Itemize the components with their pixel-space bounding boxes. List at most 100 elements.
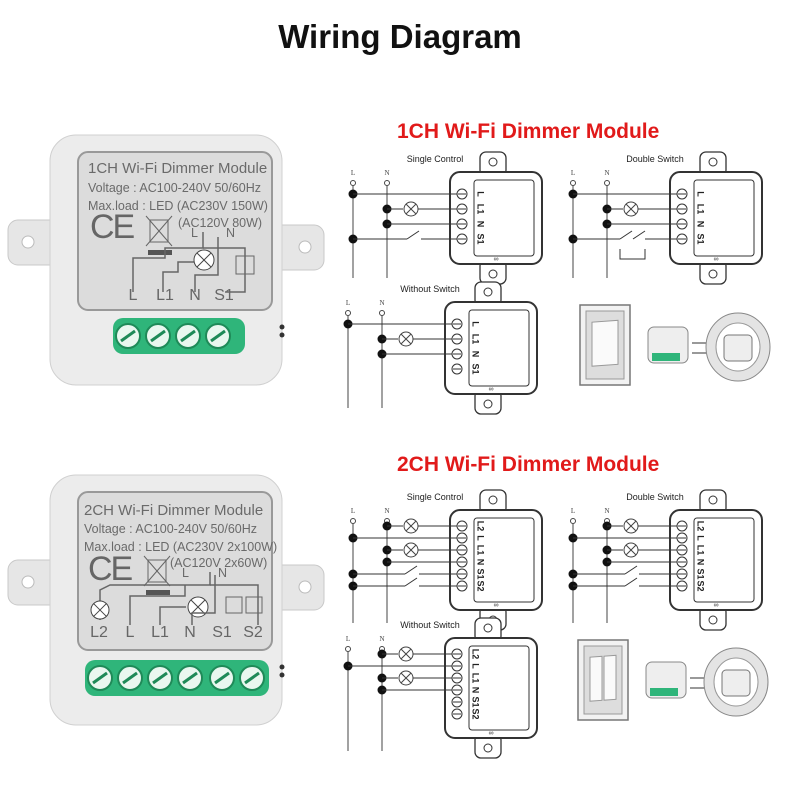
terminal-label: L2	[696, 521, 706, 532]
module-terminals	[652, 353, 680, 361]
terminal-label: S1	[696, 233, 706, 244]
terminal-label: L1	[696, 545, 706, 556]
terminal-label: N	[476, 559, 486, 566]
screw-hole	[488, 495, 498, 505]
screw-slot	[214, 671, 230, 685]
screw-slot	[120, 329, 136, 343]
line-label: N	[379, 299, 384, 307]
label-panel	[77, 151, 273, 311]
switch-icon	[235, 255, 255, 275]
weee-bar	[148, 250, 172, 255]
device-2-terminal-label: L	[125, 624, 135, 641]
line-terminal	[350, 180, 356, 186]
lamp-cross	[400, 672, 412, 684]
terminal-label: N	[696, 221, 706, 228]
device-1-maxload-120: (AC120V 80W)	[178, 216, 263, 230]
terminal-label: L1	[476, 204, 486, 215]
switch-icon	[404, 565, 418, 575]
terminal-label: L1	[476, 545, 486, 556]
module-panel	[468, 645, 530, 731]
wire	[191, 575, 216, 625]
line-label: N	[384, 169, 389, 177]
terminal-label: S2	[696, 580, 706, 591]
installation-illustration	[577, 639, 769, 721]
installed-module	[721, 669, 751, 697]
led-indicator	[279, 324, 285, 330]
device-2-source-l: L	[182, 566, 189, 580]
schematic-label: Single Control	[407, 492, 464, 502]
device-1-name: 1CH Wi-Fi Dimmer Module	[88, 160, 268, 177]
module-terminals	[650, 688, 678, 696]
led-mark: ∞	[489, 730, 494, 737]
device-2-terminal-label: N	[184, 624, 196, 641]
lamp-cross	[400, 648, 412, 660]
switch-icon	[619, 230, 633, 240]
switch-icon	[406, 230, 420, 240]
module-panel	[693, 179, 755, 257]
line-label: L	[351, 169, 355, 177]
weee-bar	[146, 590, 170, 595]
device-2-name: 2CH Wi-Fi Dimmer Module	[84, 502, 264, 519]
lamp-cross	[625, 520, 637, 532]
rocker	[589, 655, 603, 702]
screw-hole	[483, 399, 493, 409]
terminal-label: N	[471, 687, 481, 694]
terminal-label: L	[471, 321, 481, 327]
lamp-cross	[400, 333, 412, 345]
lamp-cross	[405, 544, 417, 556]
terminal-label: L2	[471, 649, 481, 660]
wire	[159, 606, 186, 625]
device-2-terminal-label: L1	[151, 624, 169, 641]
device-1-voltage: Voltage : AC100-240V 50/60Hz	[88, 181, 262, 195]
device-2-circuit	[90, 572, 263, 625]
device-1-source-l: L	[191, 226, 198, 240]
device-2-terminal-label: S2	[243, 624, 263, 641]
line-terminal	[384, 180, 390, 186]
line-label: N	[379, 635, 384, 643]
line-terminal	[379, 310, 385, 316]
wire	[210, 584, 259, 625]
screw-hole	[298, 240, 312, 254]
schematic-label: Single Control	[407, 154, 464, 164]
line-label: L	[346, 635, 350, 643]
led-mark: ∞	[714, 602, 719, 609]
device-1-maxload: Max.load : LED (AC230V 150W)	[88, 199, 268, 213]
device-2-terminal-label: L2	[90, 624, 108, 641]
led-indicator	[279, 332, 285, 338]
line-label: L	[571, 169, 575, 177]
terminal-label: L	[476, 535, 486, 541]
screw-hole	[21, 575, 35, 589]
screw-slot	[92, 671, 108, 685]
device-2-terminal-label: S1	[212, 624, 232, 641]
weee-bin-icon	[149, 219, 169, 243]
rocker	[603, 654, 617, 701]
screw-hole	[483, 287, 493, 297]
wire	[129, 585, 186, 625]
led-mark: ∞	[714, 256, 719, 263]
line-terminal	[570, 518, 576, 524]
switch-icon	[404, 577, 418, 587]
terminal-label: L1	[471, 334, 481, 345]
wire	[194, 237, 219, 292]
module-panel	[473, 517, 535, 603]
screw-slot	[182, 671, 198, 685]
lamp-cross	[196, 252, 212, 268]
switch-icon	[624, 577, 638, 587]
schematic-label: Without Switch	[400, 620, 460, 630]
line-terminal	[570, 180, 576, 186]
terminal-label: L	[471, 663, 481, 669]
line-label: N	[604, 169, 609, 177]
terminal-label: N	[696, 559, 706, 566]
screw-slot	[180, 329, 196, 343]
wire	[162, 261, 194, 292]
line-label: L	[571, 507, 575, 515]
device-1-terminal-label: N	[189, 287, 201, 304]
page-title: Wiring Diagram	[278, 18, 522, 55]
device-1-source-n: N	[226, 226, 236, 240]
wire	[99, 572, 211, 620]
